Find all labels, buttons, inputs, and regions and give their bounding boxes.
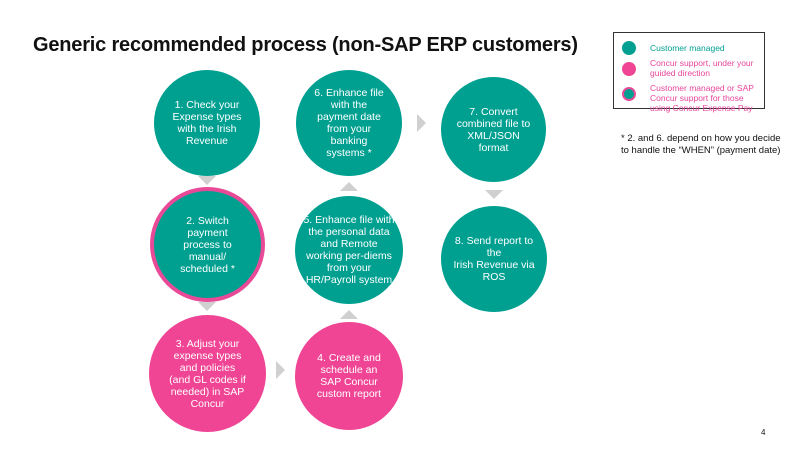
legend-label: Concur support, under your guided direct… xyxy=(650,58,754,78)
step-5-label: 5. Enhance file with the personal data a… xyxy=(303,214,395,286)
arrow-7-to-8 xyxy=(485,190,503,199)
arrow-6-to-7 xyxy=(417,114,426,132)
page-title: Generic recommended process (non-SAP ERP… xyxy=(33,34,578,56)
teal-dot-icon xyxy=(622,41,636,55)
arrow-1-to-2 xyxy=(198,176,216,185)
footnote: * 2. and 6. depend on how you decide to … xyxy=(621,133,781,156)
step-5-circle: 5. Enhance file with the personal data a… xyxy=(295,196,403,304)
teal-pink-ring-dot-icon xyxy=(622,87,636,101)
arrow-5-to-6 xyxy=(340,182,358,191)
page-number: 4 xyxy=(761,428,766,437)
arrow-4-to-5 xyxy=(340,310,358,319)
arrow-3-to-4 xyxy=(276,361,285,379)
legend: Customer managed Concur support, under y… xyxy=(613,32,765,113)
pink-dot-icon xyxy=(622,62,636,76)
arrow-2-to-3 xyxy=(198,302,216,311)
legend-label: Customer managed or SAP Concur support f… xyxy=(650,83,754,113)
legend-label: Customer managed xyxy=(650,43,725,53)
